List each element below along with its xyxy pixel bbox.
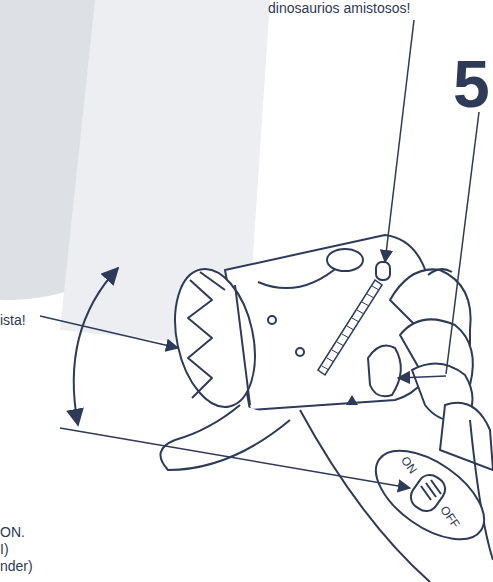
callout-text: ON. [0,524,25,540]
callout-text: I) [0,541,9,557]
power-switch [361,433,493,557]
callout-text: ista! [0,312,26,328]
leader-lines [40,20,479,488]
rotation-arrow [74,268,118,425]
step-number: 5 [453,46,490,122]
dial-wheel [368,346,401,397]
callout-text: nder) [0,558,33,574]
callout-text: dinosaurios amistosos! [268,0,410,16]
dial-indicator [346,395,358,405]
projector-body [163,235,438,414]
